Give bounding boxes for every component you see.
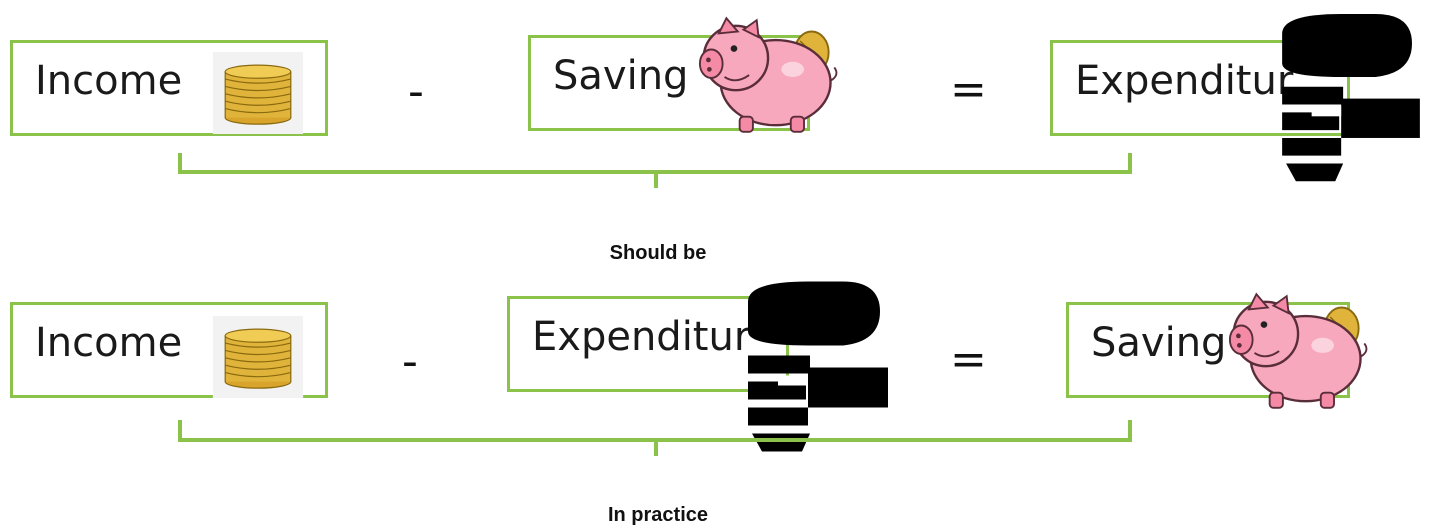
equals-operator: =: [950, 64, 987, 115]
brace-bracket: [178, 420, 1132, 456]
equation-row-should-be: Income - Saving = Expenditur: [0, 0, 1430, 230]
minus-operator: -: [402, 336, 418, 387]
expenditure-box: Expenditur: [507, 296, 789, 392]
equation-row-in-practice: Income - Expenditur = Saving: [0, 0, 1430, 456]
expenditure-label: Expenditur: [532, 314, 751, 360]
expenditure-label: Expenditur: [1075, 58, 1294, 104]
saving-label: Saving: [553, 53, 689, 99]
minus-operator: -: [408, 66, 424, 117]
brace-bracket: [178, 153, 1132, 188]
caption-in-practice: In practice: [607, 504, 709, 526]
equals-operator: =: [950, 334, 987, 385]
caption-should-be: Should be: [609, 242, 707, 264]
income-label: Income: [35, 320, 183, 366]
income-label: Income: [35, 58, 183, 104]
saving-label: Saving: [1091, 320, 1227, 366]
